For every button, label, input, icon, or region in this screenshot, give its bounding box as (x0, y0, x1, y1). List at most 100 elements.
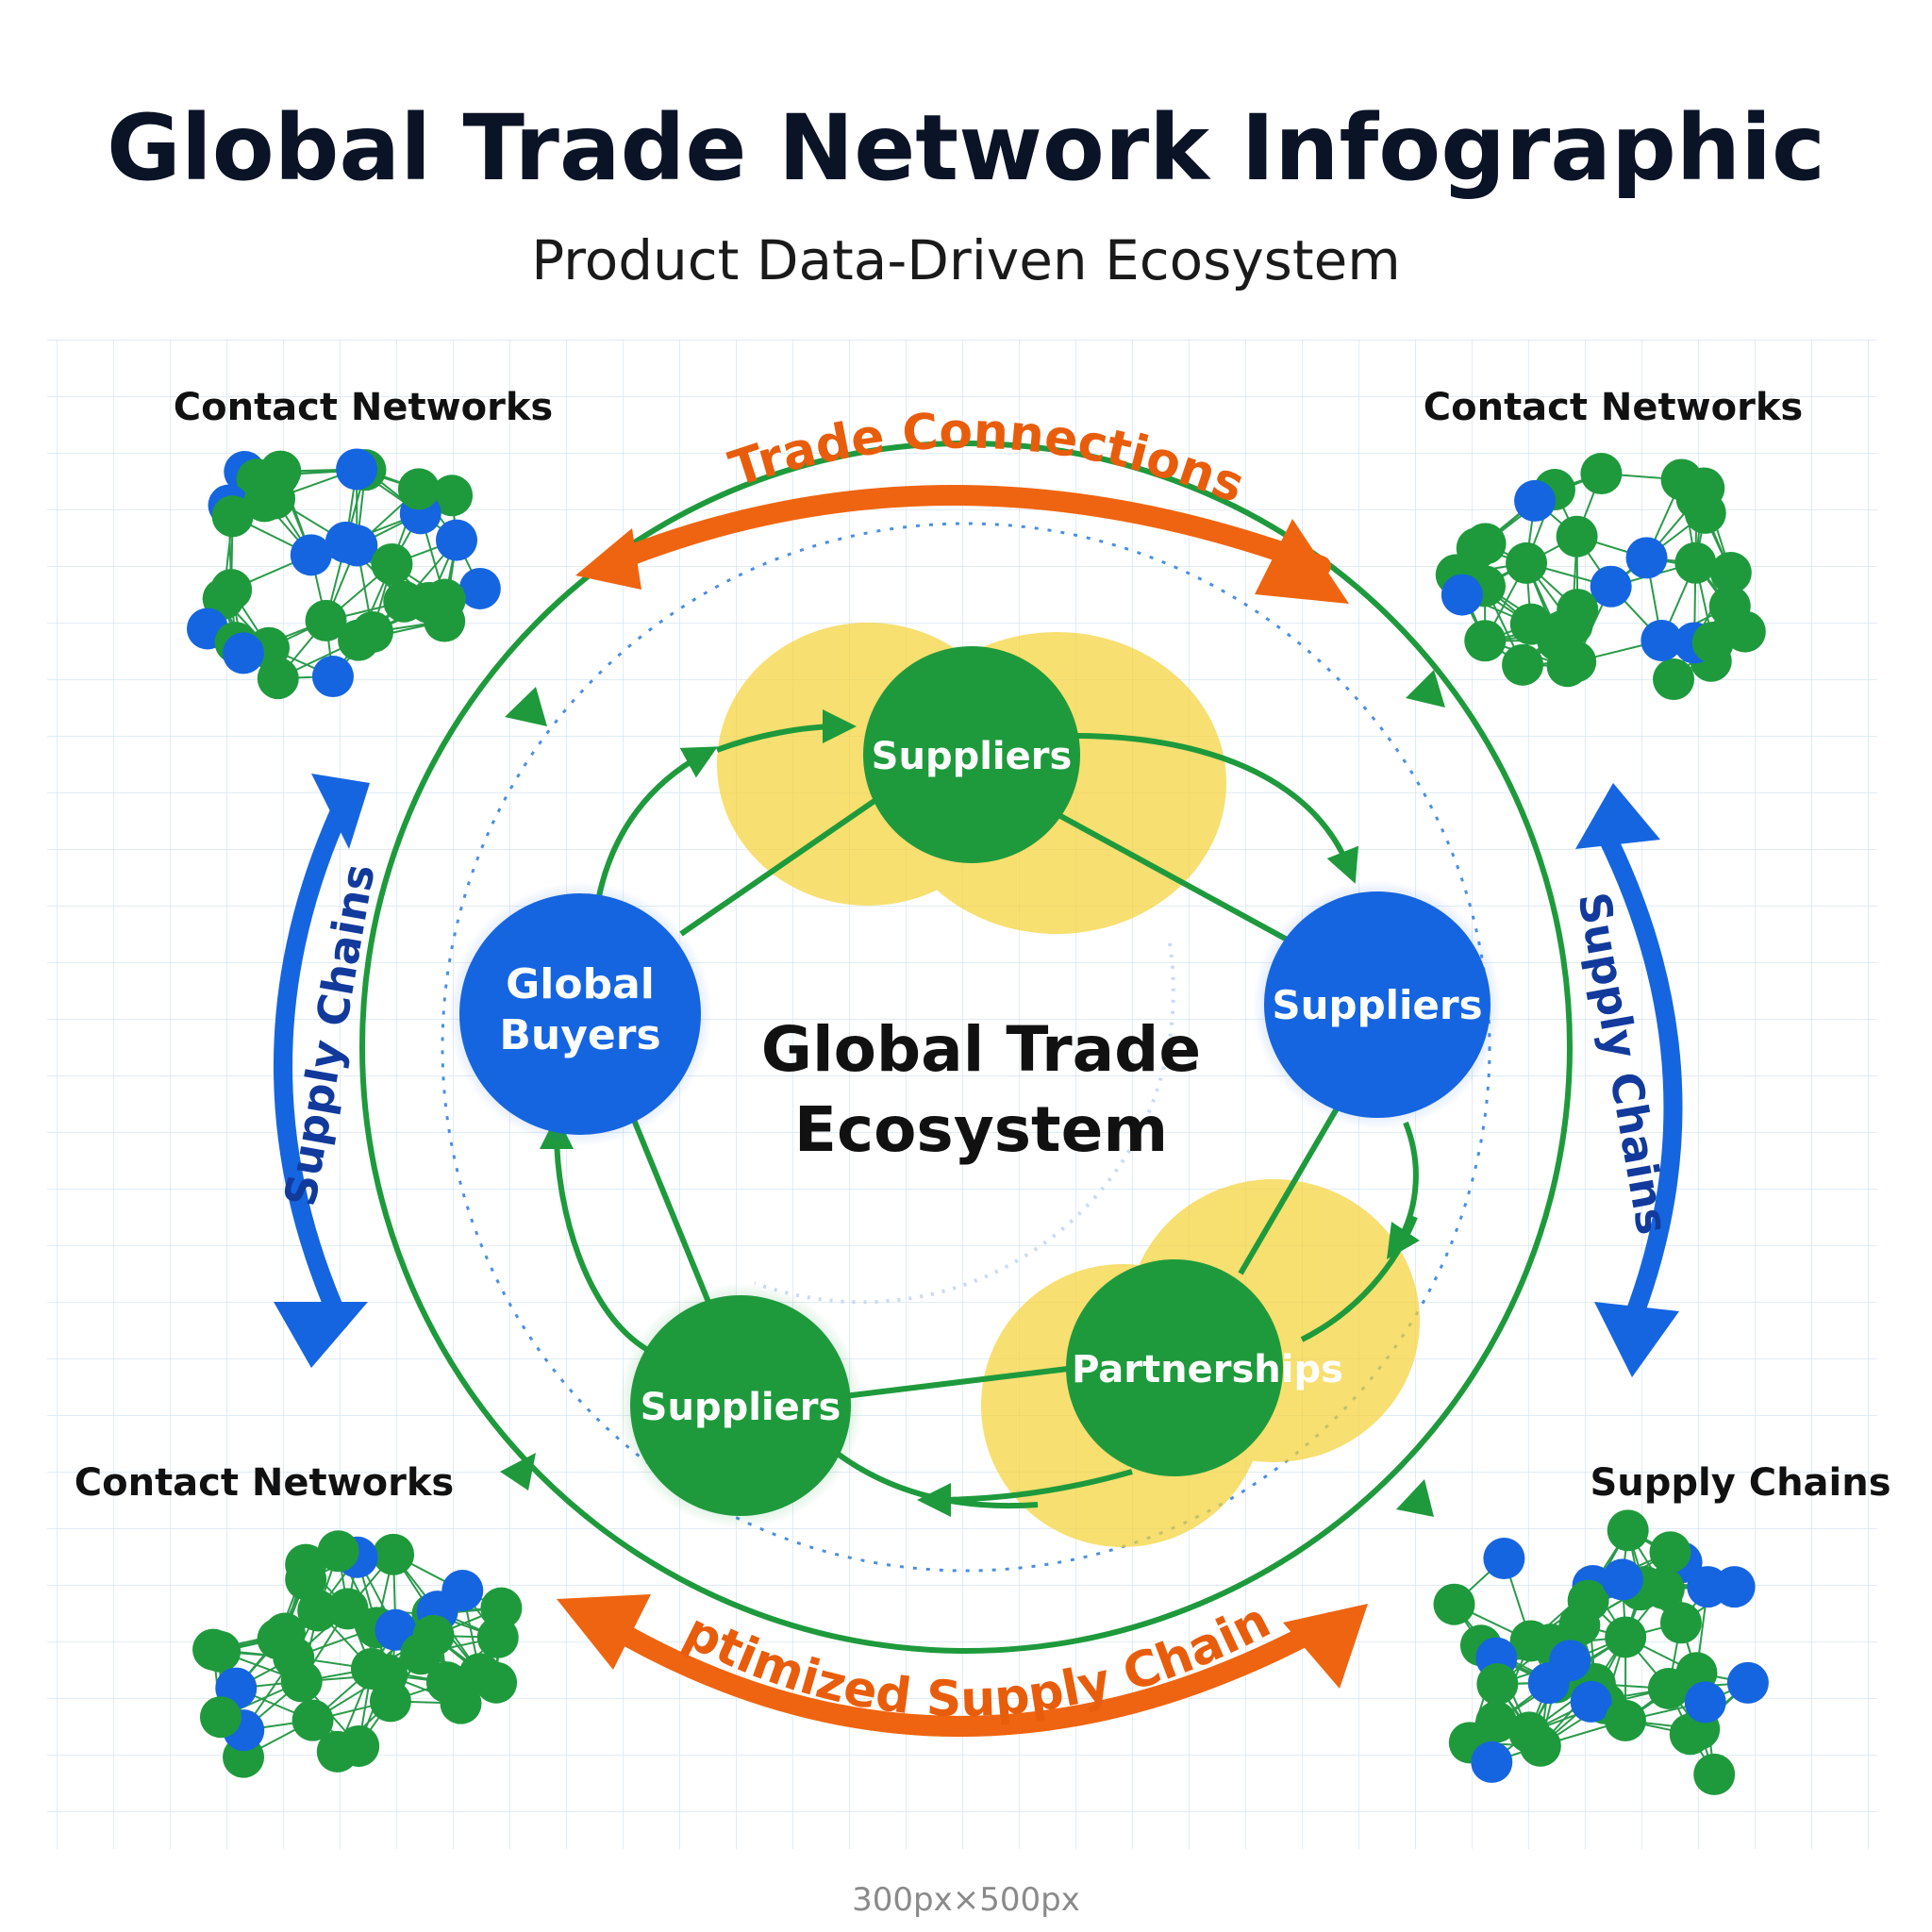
link-rightsupplier-partnerships (1238, 1102, 1342, 1275)
network-node (435, 519, 477, 561)
network-node (371, 542, 413, 585)
network-node (1551, 604, 1593, 646)
network-node (1669, 1713, 1711, 1756)
center-title-line1: Global Trade (761, 1013, 1201, 1086)
network-node (1508, 1711, 1551, 1754)
corner-label-top-right: Contact Networks (1424, 386, 1803, 429)
arc-partnerships-right (1300, 1215, 1418, 1342)
network-node (1674, 541, 1717, 584)
network-node (1605, 1699, 1647, 1741)
corner-label-bottom-right: Supply Chains (1590, 1461, 1890, 1505)
network-cluster-bottom-right (1433, 1509, 1769, 1795)
network-node (1649, 1531, 1691, 1574)
ring-arrow-left (505, 687, 547, 726)
network-node (317, 1530, 359, 1573)
arrow-bottomsupplier-buyers (540, 1115, 648, 1352)
network-node (338, 619, 380, 661)
network-node (1726, 1661, 1769, 1704)
network-node (397, 468, 440, 510)
link-buyers-topsupplier (679, 790, 889, 937)
arrow-into-topsupplier (715, 709, 857, 753)
node-top-suppliers-label: Suppliers (872, 735, 1073, 778)
inner-connections (540, 709, 1420, 1517)
network-node (338, 1724, 380, 1767)
network-node (291, 1699, 334, 1741)
network-node (1464, 620, 1507, 662)
network-node (1724, 610, 1766, 653)
network-node (1642, 1568, 1685, 1610)
network-node (1605, 1616, 1647, 1658)
network-node (223, 632, 265, 675)
network-cluster-top-right (1435, 453, 1766, 701)
network-node (350, 1648, 392, 1690)
network-node (431, 475, 474, 517)
network-node (1693, 1753, 1736, 1795)
network-node (1601, 1558, 1643, 1601)
arrow-topsupplier-right (1074, 733, 1359, 884)
footer-dimensions: 300px×500px (852, 1881, 1080, 1919)
network-node (1464, 523, 1507, 565)
link-partnerships-bottomsupplier (843, 1365, 1076, 1399)
node-global-buyers-label-1: Global (506, 960, 655, 1008)
arrow-buyers-up (596, 746, 718, 897)
network-node (458, 567, 501, 609)
network-node (199, 1696, 242, 1739)
node-partnerships[interactable]: Partnerships (1066, 1259, 1343, 1476)
page-title: Global Trade Network Infographic (107, 95, 1825, 201)
network-node (211, 495, 254, 538)
network-node (1506, 541, 1548, 584)
link-bottomsupplier-buyers (625, 1102, 715, 1313)
network-node (1476, 1663, 1519, 1706)
node-bottom-suppliers-label: Suppliers (641, 1386, 841, 1429)
network-node (1567, 1579, 1609, 1622)
node-global-buyers[interactable]: Global Buyers (448, 882, 712, 1146)
network-node (1483, 1538, 1525, 1580)
network-node (297, 1590, 340, 1632)
network-node (1607, 1509, 1649, 1552)
network-node (257, 658, 299, 700)
network-node (1709, 552, 1752, 594)
network-node (1556, 515, 1598, 558)
network-node (480, 1587, 523, 1629)
network-node (412, 1614, 455, 1657)
node-partnerships-label: Partnerships (1072, 1348, 1343, 1391)
network-node (336, 448, 378, 491)
node-right-suppliers-label: Suppliers (1272, 982, 1482, 1028)
node-right-suppliers[interactable]: Suppliers (1253, 880, 1502, 1129)
network-node (290, 534, 332, 576)
network-node (1514, 479, 1557, 522)
network-node (1684, 1681, 1726, 1724)
network-node (1471, 1740, 1513, 1783)
corner-label-bottom-left: Contact Networks (75, 1461, 454, 1505)
outer-ring (359, 441, 1573, 1654)
network-node (1555, 641, 1597, 683)
network-node (336, 525, 378, 567)
ring-arrow-bottom-right (1396, 1479, 1434, 1517)
network-node (326, 1588, 369, 1630)
node-top-suppliers[interactable]: Suppliers (863, 646, 1080, 863)
network-node (1433, 1583, 1475, 1625)
network-node (408, 581, 450, 624)
center-title-line2: Ecosystem (794, 1093, 1168, 1166)
network-cluster-bottom-left (192, 1530, 523, 1778)
network-node (1687, 1566, 1729, 1608)
network-node (273, 1636, 315, 1678)
network-node (1441, 574, 1483, 616)
network-node (1675, 477, 1718, 520)
network-node (458, 1653, 501, 1695)
network-node (311, 656, 354, 698)
network-node (1580, 453, 1623, 495)
page-subtitle: Product Data-Driven Ecosystem (531, 228, 1401, 292)
arrow-right-down (1387, 1121, 1420, 1259)
node-global-buyers-label-2: Buyers (499, 1011, 660, 1059)
network-node (1653, 658, 1695, 701)
network-node (305, 599, 347, 641)
ring-arrow-right (1406, 670, 1445, 708)
network-cluster-top-left (186, 448, 501, 700)
network-node (1659, 1602, 1702, 1644)
ring-arrow-bottom-left (500, 1453, 536, 1491)
corner-label-top-left: Contact Networks (174, 386, 553, 429)
node-bottom-suppliers[interactable]: Suppliers (618, 1283, 863, 1528)
network-node (1502, 643, 1544, 686)
